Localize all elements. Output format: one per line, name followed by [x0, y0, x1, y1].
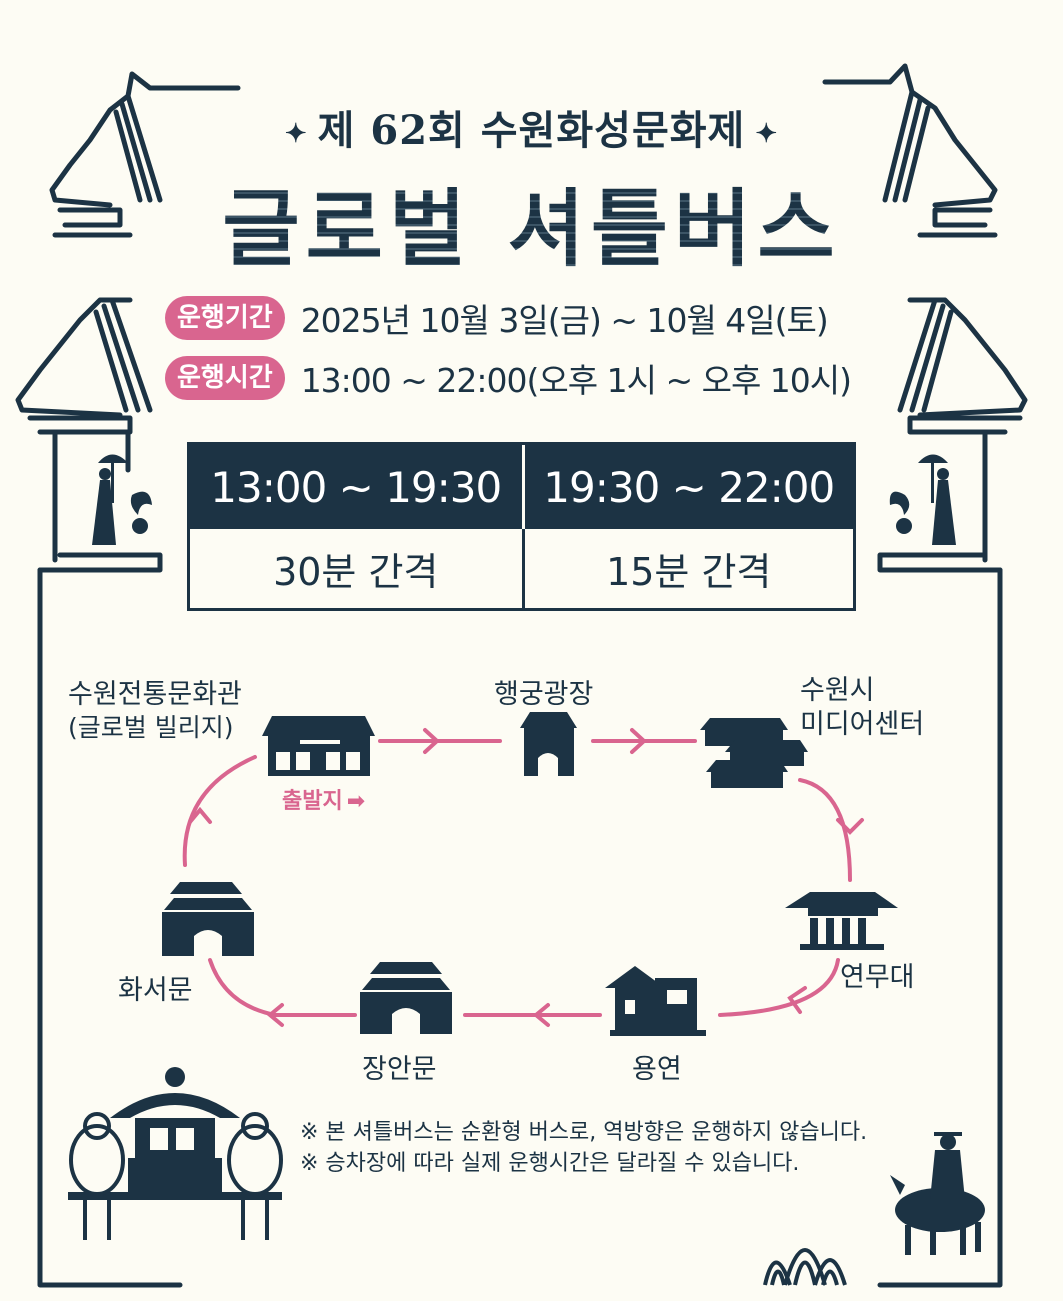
hours-badge: 운행시간 [165, 356, 285, 400]
hours-value: 13:00 ~ 22:00(오후 1시 ~ 오후 10시) [300, 361, 852, 400]
pavilion-icon [68, 1067, 282, 1200]
start-point-label: 출발지➡ [282, 789, 366, 814]
period-value: 2025년 10월 3일(금) ~ 10월 4일(토) [300, 301, 829, 340]
page-title: 글로벌 셔틀버스 [0, 162, 1063, 283]
horse-rider-icon [890, 1132, 985, 1255]
note-1: ※ 본 셔틀버스는 순환형 버스로, 역방향은 운행하지 않습니다. [300, 1120, 868, 1145]
building-icon [700, 718, 808, 788]
period-row: 운행기간 2025년 10월 3일(금) ~ 10월 4일(토) [165, 296, 829, 340]
hours-row: 운행시간 13:00 ~ 22:00(오후 1시 ~ 오후 10시) [165, 356, 852, 400]
star-icon: ✦ [755, 119, 779, 149]
star-icon: ✦ [284, 119, 308, 149]
stop-media-center-line1: 수원시 [800, 675, 875, 706]
stop-yongyeon: 용연 [632, 1054, 682, 1085]
period-badge: 운행기간 [165, 296, 285, 340]
stop-plaza: 행궁광장 [494, 679, 594, 710]
stop-culture-hall-sub: (글로벌 빌리지) [68, 713, 234, 742]
gate-icon [520, 712, 577, 776]
stop-janganmun: 장안문 [362, 1054, 437, 1085]
schedule-interval-2: 15분 간격 [521, 529, 853, 608]
schedule-time-1: 13:00 ~ 19:30 [190, 445, 522, 529]
schedule-table: 13:00 ~ 19:30 19:30 ~ 22:00 30분 간격 15분 간… [187, 442, 856, 611]
schedule-interval-1: 30분 간격 [190, 529, 522, 608]
arrow-right-icon: ➡ [346, 789, 366, 814]
stop-culture-hall: 수원전통문화관 [68, 679, 242, 710]
schedule-time-2: 19:30 ~ 22:00 [521, 445, 853, 529]
stop-yeonmudae: 연무대 [840, 962, 915, 993]
building-icon [605, 966, 706, 1036]
gate-icon [360, 962, 452, 1034]
pavilion-icon [785, 892, 898, 950]
stop-media-center-line2: 미디어센터 [800, 709, 925, 740]
building-icon [262, 716, 375, 776]
note-2: ※ 승차장에 따라 실제 운행시간은 달라질 수 있습니다. [300, 1151, 800, 1176]
festival-subtitle: ✦제 62회 수원화성문화제✦ [284, 107, 779, 154]
stop-hwaseomun: 화서문 [118, 975, 193, 1006]
gate-icon [162, 882, 254, 956]
